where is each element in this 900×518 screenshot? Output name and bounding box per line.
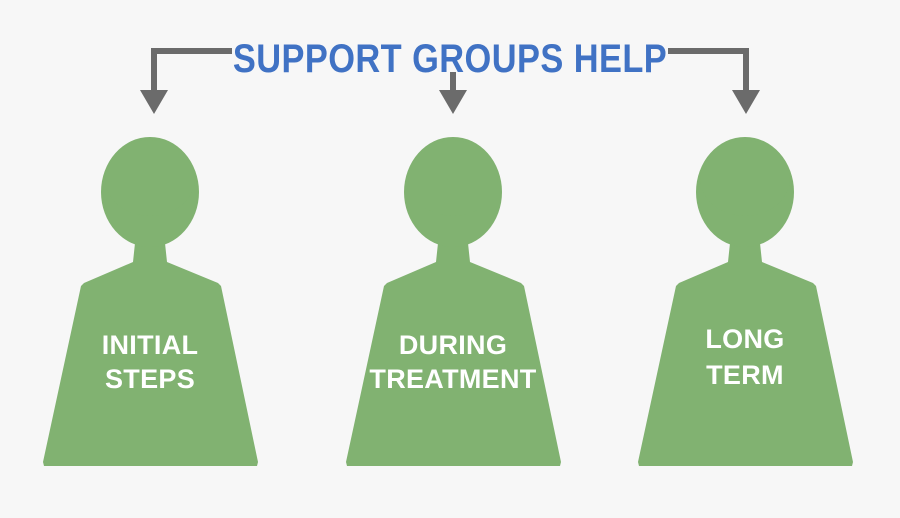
person-silhouette-icon (638, 243, 853, 466)
arrow-down-elbow-right-icon (668, 48, 760, 114)
page-title: SUPPORT GROUPS HELP (233, 36, 667, 81)
figure-label-line1: INITIAL (102, 330, 199, 360)
figure-label-line2: TREATMENT (369, 364, 536, 394)
figure-label-line1: DURING (399, 330, 507, 360)
figure-during-treatment[interactable]: DURING TREATMENT (346, 137, 561, 466)
person-head-top-icon (408, 140, 498, 216)
figure-label-line2: STEPS (105, 364, 195, 394)
arrow-down-icon (439, 72, 467, 114)
figure-label-line2: TERM (706, 360, 784, 390)
figure-label-line1: LONG (705, 324, 784, 354)
person-silhouette-icon (346, 243, 561, 466)
person-head-top-icon (700, 140, 790, 216)
arrow-down-elbow-left-icon (140, 48, 232, 114)
figure-initial-steps[interactable]: INITIAL STEPS (43, 137, 258, 466)
person-head-top-icon (105, 140, 195, 216)
figure-long-term[interactable]: LONG TERM (638, 137, 853, 466)
person-silhouette-icon (43, 243, 258, 466)
